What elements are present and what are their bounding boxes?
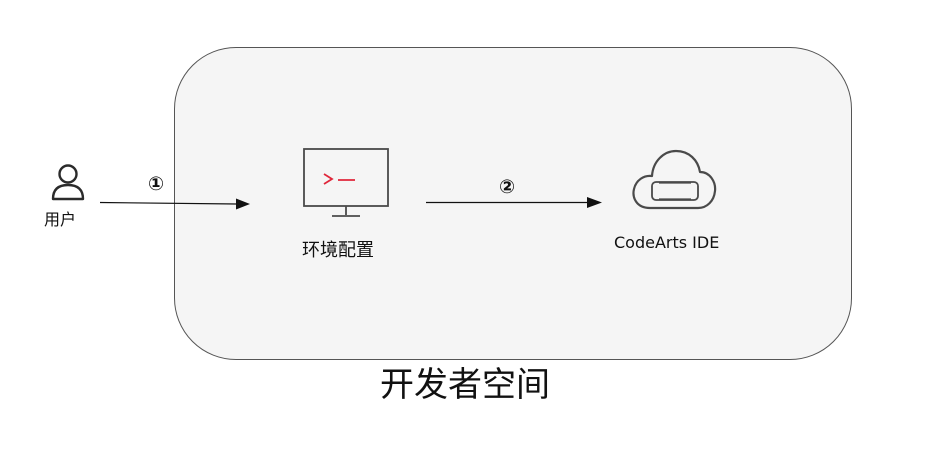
arrow-environment-to-ide xyxy=(426,197,602,208)
arrow-user-to-environment xyxy=(100,198,250,210)
environment-config-label: 环境配置 xyxy=(302,240,374,261)
user-label: 用户 xyxy=(44,210,77,229)
workspace-title: 开发者空间 xyxy=(380,365,550,405)
person-icon xyxy=(51,164,85,201)
step-2-marker: ② xyxy=(499,176,516,198)
codearts-ide-label: CodeArts IDE xyxy=(614,233,720,252)
cloud-icon xyxy=(632,149,717,210)
developer-workspace-container xyxy=(174,47,852,360)
terminal-monitor-icon xyxy=(303,148,389,217)
step-1-marker: ① xyxy=(148,173,165,195)
